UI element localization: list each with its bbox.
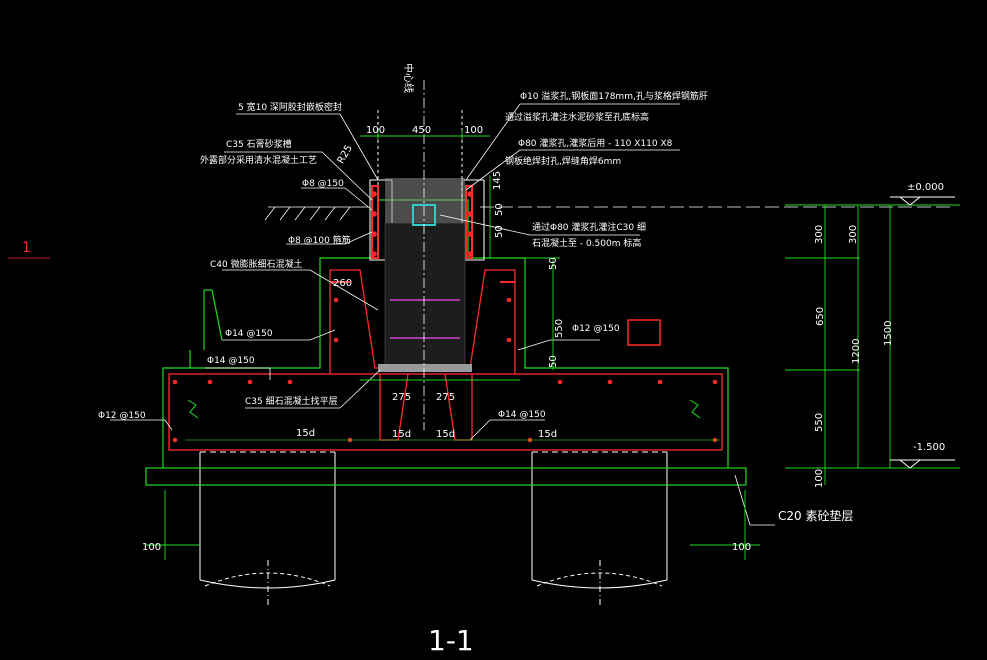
section-title: 1-1 [428,624,474,657]
note-phi8-100: Φ8 @100 箍筋 [288,234,351,246]
dim-15d-4: 15d [538,429,557,440]
section-marker: 1 [22,240,31,256]
note-plate-weld: 钢板绝焊封孔,焊缝角焊6mm [505,155,621,167]
note-c20-cushion: C20 素砼垫层 [778,508,853,523]
piles [199,451,668,605]
break-marks [187,399,701,419]
note-phi14-150-c: Φ14 @150 [498,410,546,420]
note-c35-levelling: C35 细石混凝土找平层 [245,395,338,407]
dim-bottom-right-100: 100 [732,542,751,553]
dim-right-300b: 300 [848,225,859,244]
note-phi8-150: Φ8 @150 [302,179,344,189]
dim-right-650: 650 [815,307,826,326]
note-c40: C40 微膨胀细石混凝土 [210,258,303,270]
dim-right-1500: 1500 [883,321,894,346]
dim-50-d: 50 [548,355,559,368]
dimension-lines [145,130,960,560]
dim-top-mid: 450 [412,125,431,136]
ground-hatch [264,206,950,221]
dim-top-left: 100 [366,125,385,136]
note-phi12-150-left: Φ12 @150 [98,411,146,421]
dim-550-side: 550 [554,319,565,338]
level-bottom: -1.500 [913,442,945,453]
cushion-layer [145,467,747,486]
leaders [8,103,775,526]
note-c30-level: 石混凝土至 - 0.500m 标高 [532,237,641,249]
dim-50-b: 50 [494,225,505,238]
dim-275-a: 275 [392,392,411,403]
dim-50-a: 50 [494,203,505,216]
note-c30-fill: 通过Φ80 灌浆孔灌注C30 细 [532,221,646,233]
dim-275-b: 275 [436,392,455,403]
note-exposed: 外露部分采用清水混凝土工艺 [200,154,317,166]
note-overflow-hole: Φ10 溢浆孔,钢板面178mm,孔与浆格焊钢筋肝 [520,90,708,102]
dim-right-1200: 1200 [851,339,862,364]
titles: 1 1-1 [22,240,474,657]
dim-50-c: 50 [548,257,559,270]
dim-145: 145 [492,171,503,190]
level-top: ±0.000 [907,182,944,193]
dim-right-100: 100 [814,469,825,488]
note-phi14-150-b: Φ14 @150 [207,356,255,366]
marker-square [627,319,661,346]
dim-right-300a: 300 [814,225,825,244]
annotation-text: 5 宽10 深阿胶封嵌板密封 C35 石膏砂浆槽 外露部分采用清水混凝土工艺 Φ… [98,63,853,523]
column-socket [369,80,485,430]
note-overflow-grout: 通过溢浆孔灌注水泥砂浆至孔底标高 [505,111,649,123]
label-260: 260 [333,278,352,289]
dimension-text: 100 450 100 145 50 50 50 50 550 275 275 … [142,125,945,553]
dim-bottom-left-100: 100 [142,542,161,553]
dim-right-550: 550 [814,413,825,432]
note-grout-hole: Φ80 灌浆孔,灌浆后用 - 110 X110 X8 [518,137,673,149]
dim-15d-1: 15d [296,428,315,439]
level-markers [890,196,955,469]
dim-15d-2: 15d [392,429,411,440]
note-sealant: 5 宽10 深阿胶封嵌板密封 [238,101,342,113]
dim-15d-3: 15d [436,429,455,440]
note-c35-groove: C35 石膏砂浆槽 [226,138,292,150]
note-phi14-150-a: Φ14 @150 [225,329,273,339]
note-phi12-150-right: Φ12 @150 [572,324,620,334]
dim-top-right: 100 [464,125,483,136]
label-centerline: 中心线 [402,63,415,93]
